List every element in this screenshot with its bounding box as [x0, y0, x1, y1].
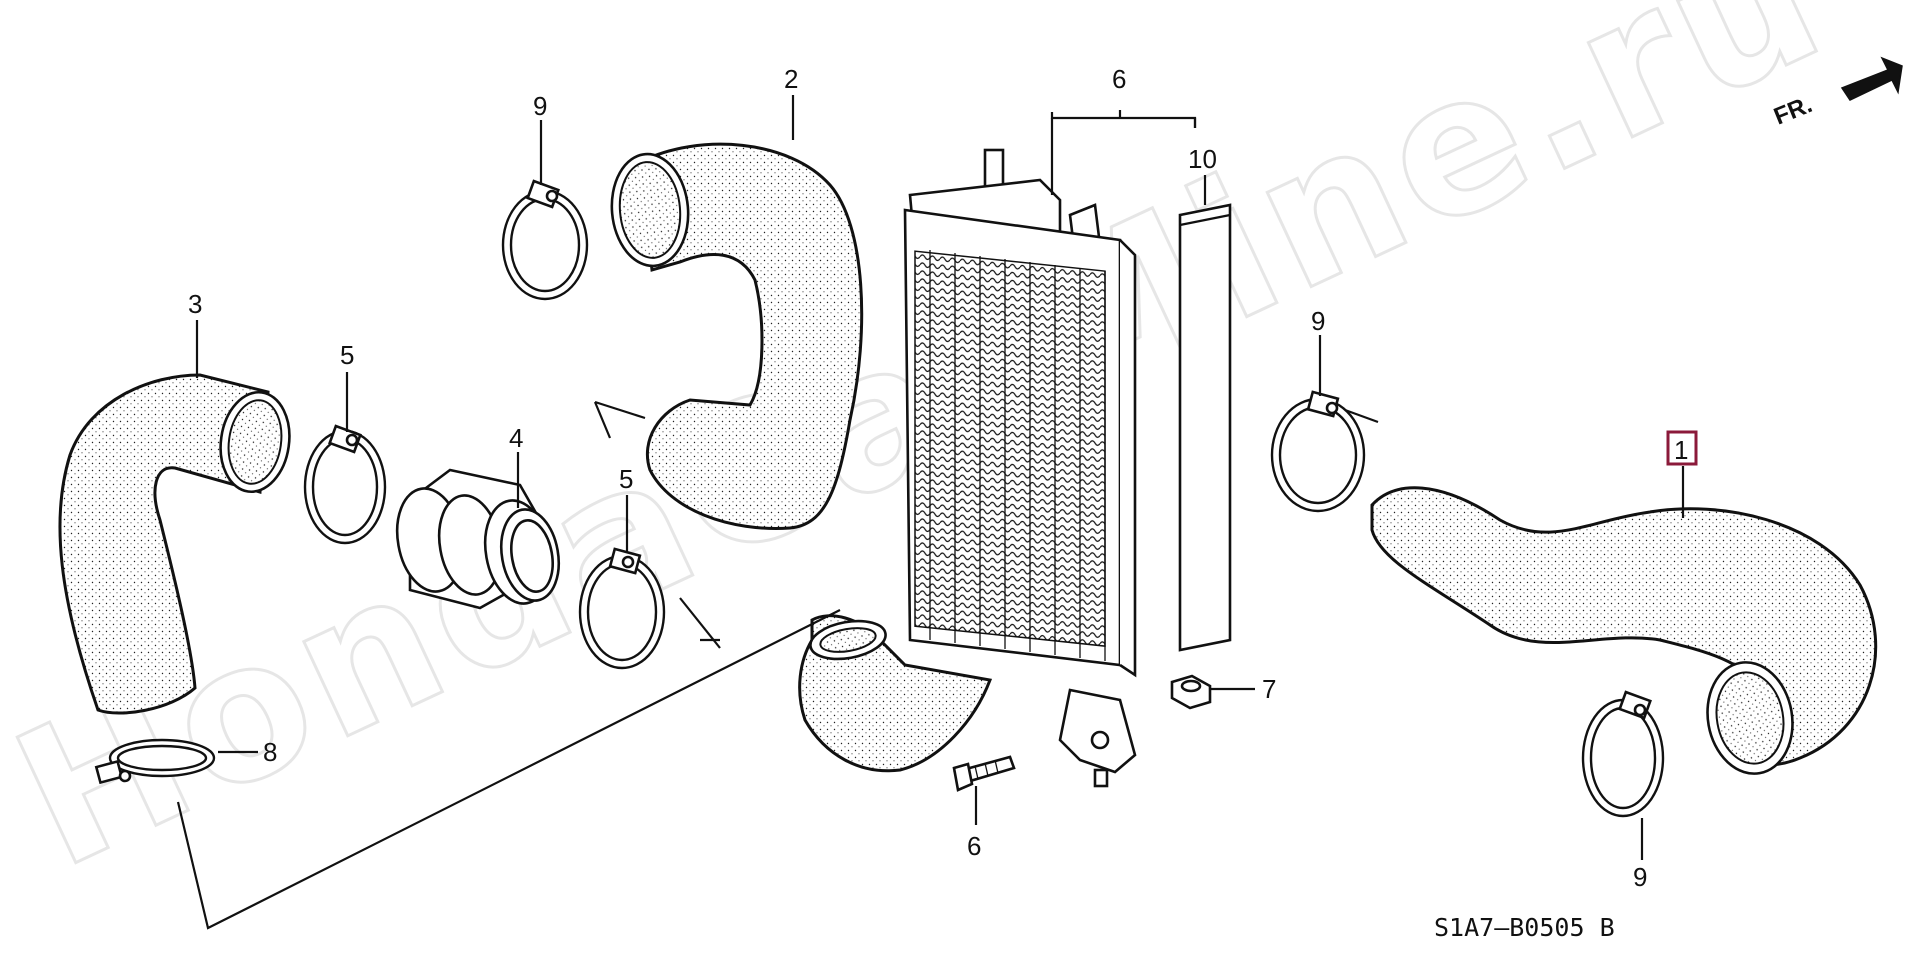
callout-2: 2 [784, 64, 798, 94]
part-3-elbow-hose[interactable] [58, 373, 296, 715]
part-1-outlet-hose[interactable] [1370, 486, 1878, 781]
callout-9-top: 9 [533, 91, 547, 121]
callouts: 2 9 6 10 3 5 4 5 9 1 7 8 6 9 [188, 64, 1698, 892]
part-9-clamp-right-lower[interactable] [1581, 690, 1665, 818]
callout-6: 6 [1112, 64, 1126, 94]
callout-9-right-upper: 9 [1311, 306, 1325, 336]
leader-lines [176, 95, 1685, 930]
part-2-s-hose[interactable] [593, 142, 864, 530]
part-9-clamp-top[interactable] [501, 179, 589, 301]
part-10-seal-strip[interactable] [1178, 203, 1232, 652]
callout-1-box [1666, 430, 1698, 466]
part-9-clamp-right-upper[interactable] [1270, 390, 1379, 513]
part-5-clamp-center[interactable] [578, 547, 666, 670]
diagram-code: S1A7–B0505 B [1434, 913, 1615, 942]
part-6-intercooler[interactable] [798, 148, 1137, 788]
part-7-bolt[interactable] [952, 755, 1016, 792]
callout-4: 4 [509, 423, 523, 453]
part-5-clamp-left[interactable] [303, 424, 387, 545]
callout-10: 10 [1188, 144, 1217, 174]
part-4-coupler[interactable] [389, 468, 565, 610]
callout-8: 7 [1262, 674, 1276, 704]
callout-9-right-lower: 9 [1633, 862, 1647, 892]
part-8-nut[interactable] [1170, 674, 1212, 710]
callout-9-bottom-left: 8 [263, 737, 277, 767]
callout-5-left: 5 [340, 340, 354, 370]
callout-3: 3 [188, 289, 202, 319]
part-9-clamp-bottom-left[interactable] [94, 738, 216, 785]
front-arrow-icon [1840, 56, 1903, 101]
callout-5-center: 5 [619, 464, 633, 494]
callout-1: 1 [1674, 435, 1688, 465]
callout-1-highlight[interactable]: 1 [1666, 430, 1698, 466]
callout-7: 6 [967, 831, 981, 861]
intercooler-fin-lines [929, 250, 1106, 661]
